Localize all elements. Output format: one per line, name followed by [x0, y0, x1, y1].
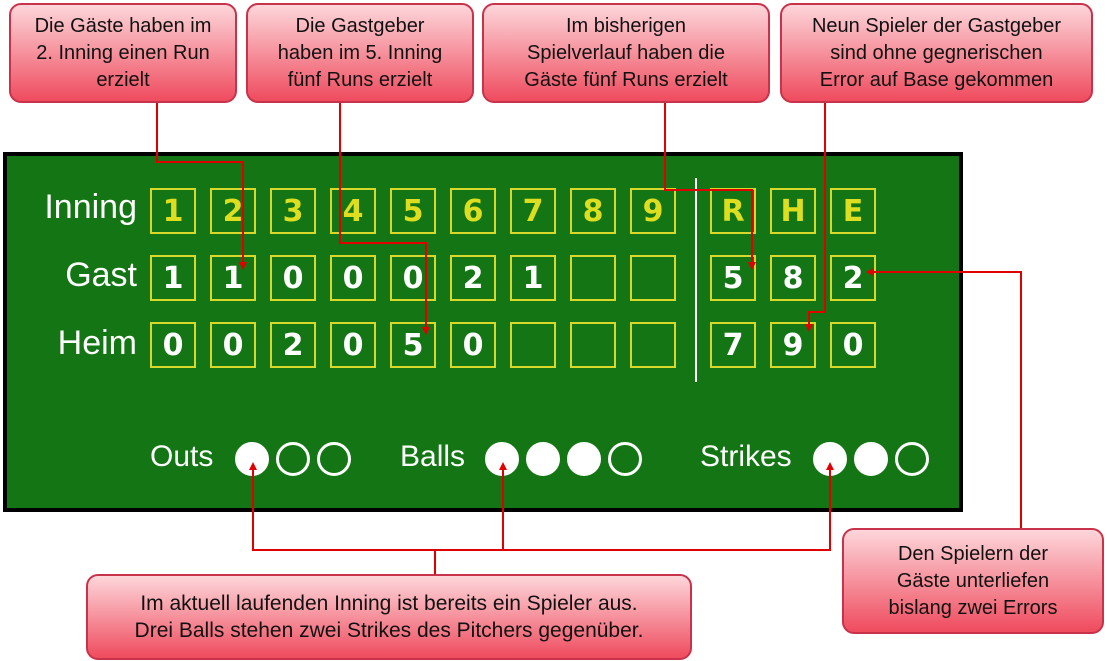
guest-inning-6: 2 [450, 255, 496, 301]
inning-header-1: 1 [150, 188, 196, 234]
guest-inning-3: 0 [270, 255, 316, 301]
guest-total-E: 2 [830, 255, 876, 301]
home-total-H: 9 [770, 322, 816, 368]
guest-total-H: 8 [770, 255, 816, 301]
totals-header-R: R [710, 188, 756, 234]
guest-inning-9 [630, 255, 676, 301]
inning-header-6: 6 [450, 188, 496, 234]
callout-count: Im aktuell laufenden Inning ist bereits … [86, 574, 692, 660]
row-label-guest: Gast [65, 256, 137, 294]
home-inning-3: 2 [270, 322, 316, 368]
strikes-label: Strikes [700, 440, 792, 473]
inning-header-7: 7 [510, 188, 556, 234]
guest-inning-5: 0 [390, 255, 436, 301]
home-inning-7 [510, 322, 556, 368]
strikes-dot-filled-icon [813, 442, 847, 476]
home-inning-5: 5 [390, 322, 436, 368]
totals-divider [695, 178, 697, 382]
balls-label: Balls [400, 440, 466, 473]
totals-header-H: H [770, 188, 816, 234]
balls-dot-empty-icon [608, 442, 642, 476]
home-inning-8 [570, 322, 616, 368]
home-inning-1: 0 [150, 322, 196, 368]
inning-header-3: 3 [270, 188, 316, 234]
outs-dot-empty-icon [317, 442, 351, 476]
inning-header-8: 8 [570, 188, 616, 234]
callout-guest-inning2: Die Gäste haben im 2. Inning einen Run e… [9, 3, 237, 103]
guest-inning-1: 1 [150, 255, 196, 301]
guest-total-R: 5 [710, 255, 756, 301]
row-label-inning: Inning [44, 188, 137, 226]
guest-inning-4: 0 [330, 255, 376, 301]
outs-dot-empty-icon [276, 442, 310, 476]
row-label-home: Heim [57, 324, 137, 362]
home-inning-9 [630, 322, 676, 368]
guest-inning-7: 1 [510, 255, 556, 301]
home-total-E: 0 [830, 322, 876, 368]
callout-home-hits: Neun Spieler der Gastgeber sind ohne geg… [780, 3, 1093, 103]
strikes-dot-empty-icon [895, 442, 929, 476]
guest-inning-2: 1 [210, 255, 256, 301]
totals-header-E: E [830, 188, 876, 234]
inning-header-4: 4 [330, 188, 376, 234]
home-total-R: 7 [710, 322, 756, 368]
callout-home-inning5: Die Gastgeber haben im 5. Inning fünf Ru… [246, 3, 474, 103]
inning-header-5: 5 [390, 188, 436, 234]
outs-label: Outs [150, 440, 214, 473]
home-inning-6: 0 [450, 322, 496, 368]
inning-header-2: 2 [210, 188, 256, 234]
inning-header-9: 9 [630, 188, 676, 234]
callout-guest-errors: Den Spielern der Gäste unterliefen bisla… [842, 528, 1104, 634]
home-inning-4: 0 [330, 322, 376, 368]
guest-inning-8 [570, 255, 616, 301]
strikes-dot-filled-icon [854, 442, 888, 476]
balls-dot-filled-icon [567, 442, 601, 476]
outs-dot-filled-icon [235, 442, 269, 476]
balls-dot-filled-icon [485, 442, 519, 476]
balls-dot-filled-icon [526, 442, 560, 476]
home-inning-2: 0 [210, 322, 256, 368]
callout-guest-runs: Im bisherigen Spielverlauf haben die Gäs… [482, 3, 770, 103]
